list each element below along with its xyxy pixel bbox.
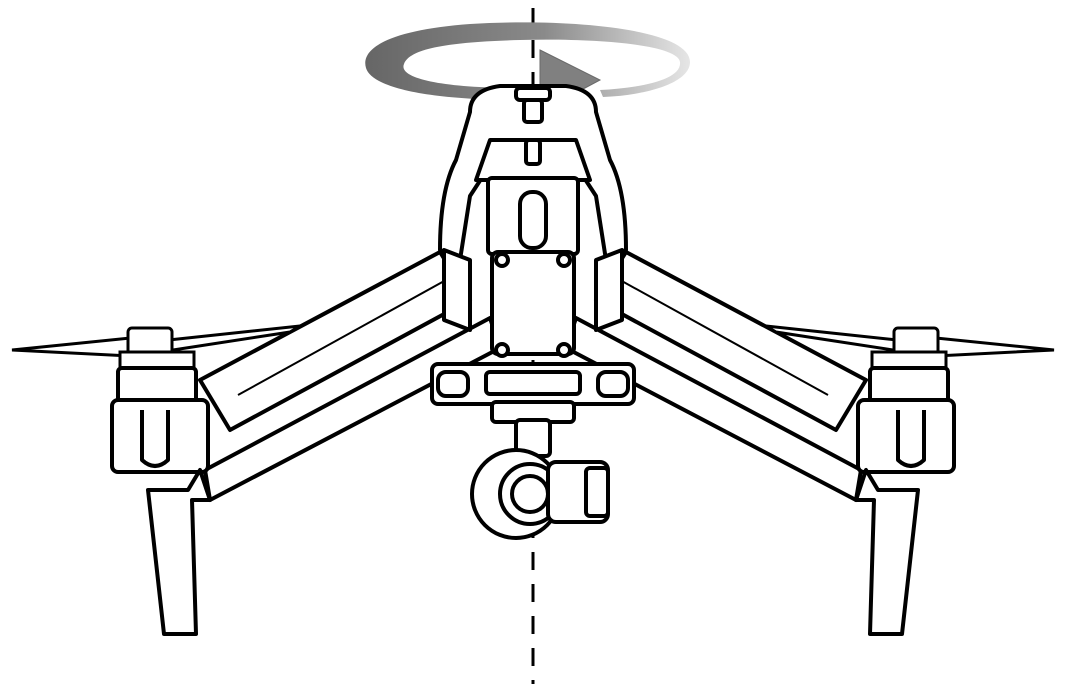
right-propeller <box>765 324 1055 370</box>
central-body <box>430 84 636 406</box>
left-motor-leg <box>110 366 212 636</box>
left-propeller <box>11 324 301 370</box>
right-motor-leg <box>854 366 956 636</box>
left-arm <box>198 250 502 502</box>
gimbal-camera <box>470 400 610 540</box>
